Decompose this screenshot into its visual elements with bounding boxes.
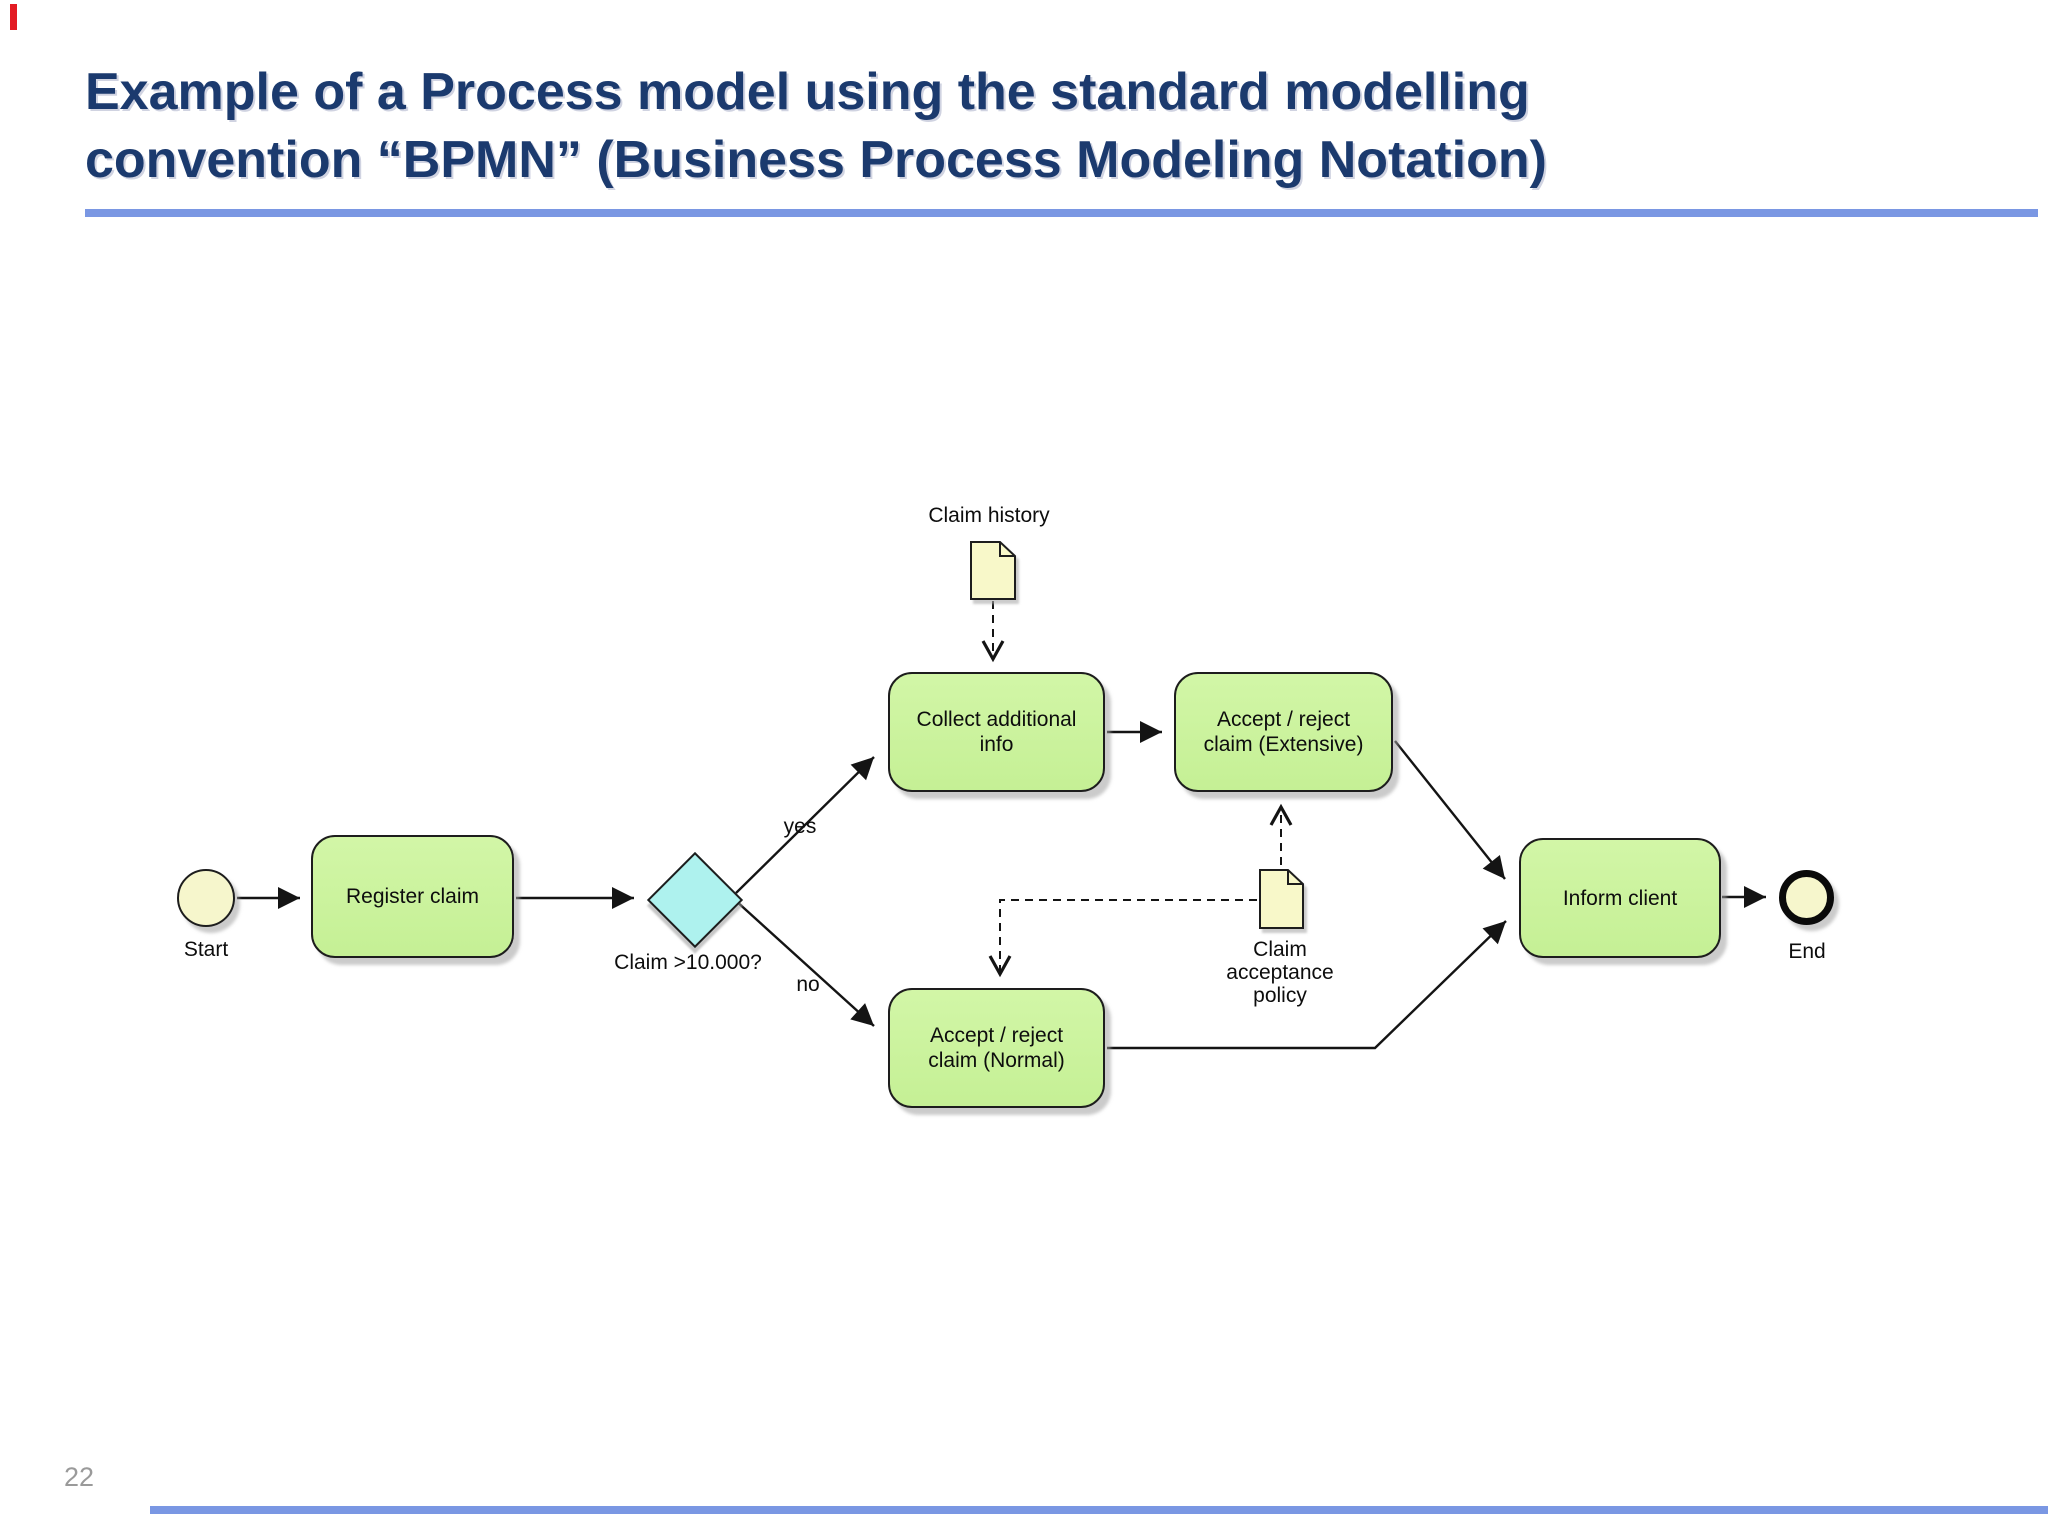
task-inform-client: Inform client (1519, 838, 1721, 958)
slide-title: Example of a Process model using the sta… (85, 58, 1885, 194)
gateway-yes-label: yes (783, 815, 817, 838)
end-event-circle (1779, 870, 1834, 925)
gateway-diamond (646, 851, 744, 949)
claim-acceptance-policy-label: Claim acceptance policy (1226, 938, 1334, 1007)
start-event-circle (177, 869, 235, 927)
task-register-claim: Register claim (311, 835, 514, 958)
claim-acceptance-policy-document-icon (1259, 869, 1304, 929)
page-number: 22 (64, 1462, 95, 1492)
start-event-label: Start (183, 938, 229, 961)
task-accept-reject-normal: Accept / reject claim (Normal) (888, 988, 1105, 1108)
task-accept-reject-extensive: Accept / reject claim (Extensive) (1174, 672, 1393, 792)
claim-history-label: Claim history (928, 504, 1050, 527)
title-underline (85, 209, 2038, 217)
claim-history-document-icon (970, 541, 1016, 600)
slide-title-line1: Example of a Process model using the sta… (85, 63, 1530, 121)
gateway-label: Claim >10.000? (614, 951, 762, 974)
flow-extensive-to-inform (1394, 740, 1506, 880)
slide-title-line2: convention “BPMN” (Business Process Mode… (85, 131, 1547, 189)
end-event-label: End (1788, 940, 1826, 963)
gateway-no-label: no (796, 973, 820, 996)
task-collect-additional-info: Collect additional info (888, 672, 1105, 792)
red-corner-tick (10, 4, 17, 30)
footer-rule (150, 1506, 2048, 1514)
